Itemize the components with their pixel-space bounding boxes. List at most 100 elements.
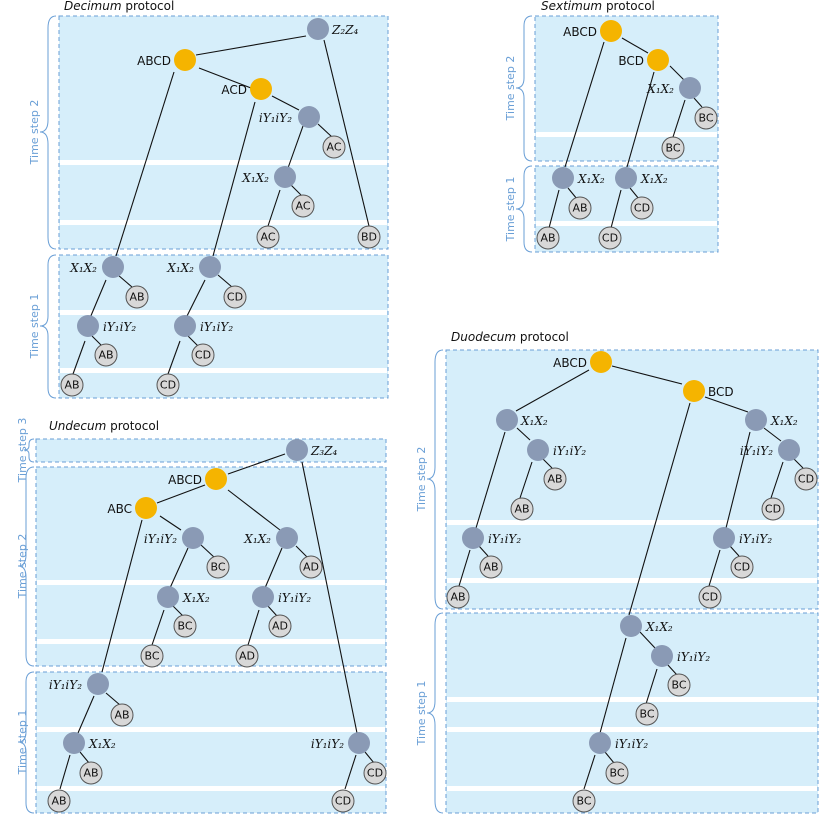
time-step-brace (515, 165, 533, 253)
edge-arrow (105, 692, 121, 706)
row-separator (447, 786, 817, 791)
leaf-state-node (268, 614, 292, 638)
edge-arrow (89, 279, 107, 319)
row-separator (536, 132, 717, 137)
node-label: ABCD (137, 54, 171, 68)
time-step-brace (39, 254, 57, 399)
merged-state-node (683, 380, 705, 402)
leaf-label: BD (361, 231, 377, 244)
operator-node (713, 527, 735, 549)
leaf-label: AC (295, 200, 310, 213)
edge-arrow (195, 35, 307, 56)
edge-arrow (621, 37, 649, 54)
leaf-state-node (479, 555, 503, 579)
time-step-box (58, 254, 389, 399)
edge-arrow (693, 97, 703, 108)
leaf-label: AB (51, 795, 66, 808)
leaf-state-node (173, 614, 197, 638)
edge-arrow (72, 340, 86, 375)
leaf-state-node (543, 467, 567, 491)
operator-node (620, 615, 642, 637)
edge-arrow (323, 39, 370, 227)
leaf-state-node (191, 343, 215, 367)
node-label: BCD (618, 54, 644, 68)
operator-node (174, 315, 196, 337)
leaf-state-node (730, 555, 754, 579)
edge-arrow (583, 754, 596, 790)
leaf-state-node (363, 761, 387, 785)
operator-node (651, 645, 673, 667)
operator-label: X₁X₂ (69, 261, 97, 275)
leaf-label: AB (547, 473, 562, 486)
leaf-label: AB (114, 709, 129, 722)
operator-node (745, 409, 767, 431)
operator-label: iY₁iY₂ (553, 444, 586, 458)
operator-node (102, 256, 124, 278)
operator-label: iY₁iY₂ (677, 650, 710, 664)
time-step-label: Time step 1 (415, 681, 428, 747)
operator-label: iY₁iY₂ (615, 737, 648, 751)
node-label: ABCD (563, 25, 597, 39)
edge-arrow (639, 631, 656, 649)
edge-arrow (167, 340, 181, 375)
panel-title-undecum: Undecum protocol (49, 419, 159, 433)
time-step-brace (515, 15, 533, 162)
edge-arrow (604, 751, 615, 764)
operator-node (462, 527, 484, 549)
time-step-brace (426, 349, 444, 610)
leaf-state-node (60, 373, 84, 397)
edge-arrow (79, 751, 90, 764)
leaf-label: BC (639, 708, 654, 721)
time-step-box (58, 15, 389, 250)
operator-label: X₁X₂ (770, 414, 798, 428)
operator-label: X₁X₂ (166, 261, 194, 275)
edge-arrow (117, 274, 133, 288)
leaf-state-node (661, 136, 685, 160)
edge-arrow (611, 365, 683, 385)
operator-node (77, 315, 99, 337)
panel-duodecum: Duodecum protocol Time step 2 Time step … (415, 330, 819, 814)
leaf-state-node (635, 702, 659, 726)
edge-arrow (171, 604, 184, 617)
leaf-label: AB (483, 561, 498, 574)
operator-label: iY₁iY₂ (200, 320, 233, 334)
edge-arrow (515, 369, 590, 412)
edge-arrow (704, 396, 749, 413)
edge-arrow (227, 453, 286, 475)
time-step-brace (17, 466, 35, 667)
leaf-label: CD (160, 379, 176, 392)
row-separator (60, 310, 387, 315)
leaf-label: AD (272, 620, 288, 633)
edge-arrow (159, 515, 182, 531)
leaf-state-node (536, 226, 560, 250)
operator-label: Z₂Z₄ (331, 23, 358, 37)
edge-arrow (519, 461, 533, 499)
edge-arrow (645, 668, 658, 705)
edge-arrow (198, 67, 252, 89)
edge-arrow (725, 431, 751, 529)
leaf-state-node (322, 135, 346, 159)
edge-arrow (115, 71, 175, 257)
row-separator (447, 520, 817, 525)
panel-undecum: Undecum protocol Time step 3 Time step 2… (16, 418, 387, 814)
leaf-label: BC (698, 112, 713, 125)
leaf-state-node (446, 585, 470, 609)
edge-arrow (59, 754, 71, 790)
operator-node (157, 586, 179, 608)
operator-label: X₁X₂ (88, 737, 116, 751)
leaf-state-node (605, 761, 629, 785)
merged-state-node (205, 468, 227, 490)
time-step-label: Time step 2 (504, 56, 517, 122)
operator-node (274, 166, 296, 188)
panel-sextimum: Sextimum protocol Time step 2 Time step … (504, 0, 719, 253)
edge-arrow (212, 101, 256, 257)
edge-arrow (156, 484, 206, 504)
row-separator (60, 368, 387, 373)
leaf-label: AB (83, 767, 98, 780)
leaf-label: AB (98, 349, 113, 362)
row-separator (37, 639, 385, 644)
operator-node (276, 527, 298, 549)
edge-arrow (289, 183, 302, 196)
operator-node (307, 18, 329, 40)
